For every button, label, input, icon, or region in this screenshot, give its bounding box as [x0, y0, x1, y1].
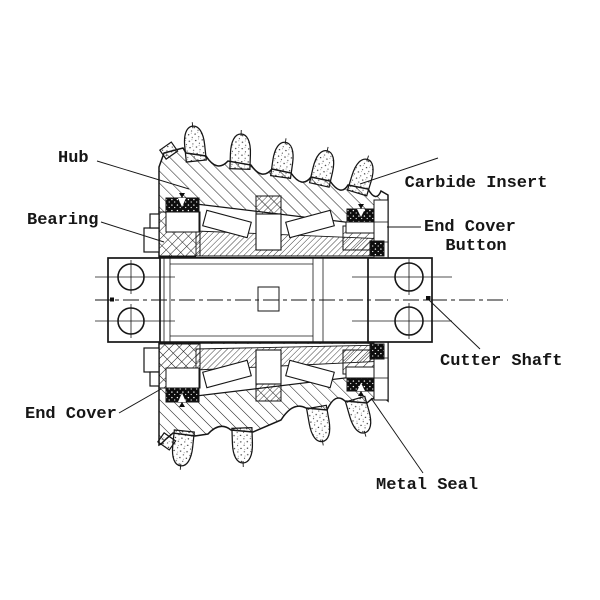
leader-bearing — [100, 221, 165, 243]
label-hub: Hub — [58, 149, 89, 168]
metal-seal-right-bottom — [346, 377, 375, 396]
leader-lines — [96, 157, 481, 474]
carbide-button — [171, 429, 195, 470]
end-cover-left-top — [143, 211, 201, 257]
carbide-button — [229, 130, 252, 170]
carbide-button — [231, 427, 254, 467]
carbide-button — [269, 138, 294, 180]
label-end-cover-right: End Cover — [424, 218, 516, 237]
center-lines — [95, 259, 452, 339]
carbide-button — [346, 155, 374, 197]
roller-bottom-left — [202, 359, 252, 389]
carbide-buttons-bottom — [156, 395, 372, 470]
label-bearing: Bearing — [27, 211, 99, 230]
leader-hub — [96, 160, 190, 190]
carbide-button — [344, 395, 372, 437]
label-carbide-line1: Carbide Insert — [404, 174, 548, 193]
label-carbide-line2: Button — [445, 237, 507, 256]
roller-top-left — [202, 209, 252, 239]
leader-carbide-insert-button — [359, 157, 439, 185]
bearing-spacer-top — [255, 195, 282, 251]
end-cover-left-bottom — [143, 343, 201, 389]
metal-seal-left-bottom — [165, 387, 200, 407]
carbide-button — [305, 404, 331, 446]
shaft-oil-port — [257, 286, 280, 312]
metal-seal-right-top — [346, 204, 375, 223]
roller-top-right — [285, 209, 335, 239]
label-metal-seal: Metal Seal — [376, 476, 479, 495]
label-cutter-shaft: Cutter Shaft — [440, 352, 563, 371]
label-end-cover-left: End Cover — [25, 405, 117, 424]
leader-metal-seal — [370, 397, 424, 474]
carbide-button — [308, 146, 335, 188]
bearing-rollers — [202, 209, 335, 389]
cutter-shaft — [95, 257, 508, 343]
carbide-button — [183, 122, 207, 163]
leader-end-cover-left — [118, 388, 162, 414]
bearing-spacer-bottom — [255, 349, 282, 402]
label-carbide-insert-button: Carbide Insert Button — [396, 131, 556, 278]
leader-cutter-shaft — [428, 299, 481, 350]
carbide-buttons-top — [158, 122, 374, 197]
end-cover-right-top — [342, 199, 389, 259]
roller-bottom-right — [285, 359, 335, 389]
metal-seal-left-top — [165, 193, 200, 213]
